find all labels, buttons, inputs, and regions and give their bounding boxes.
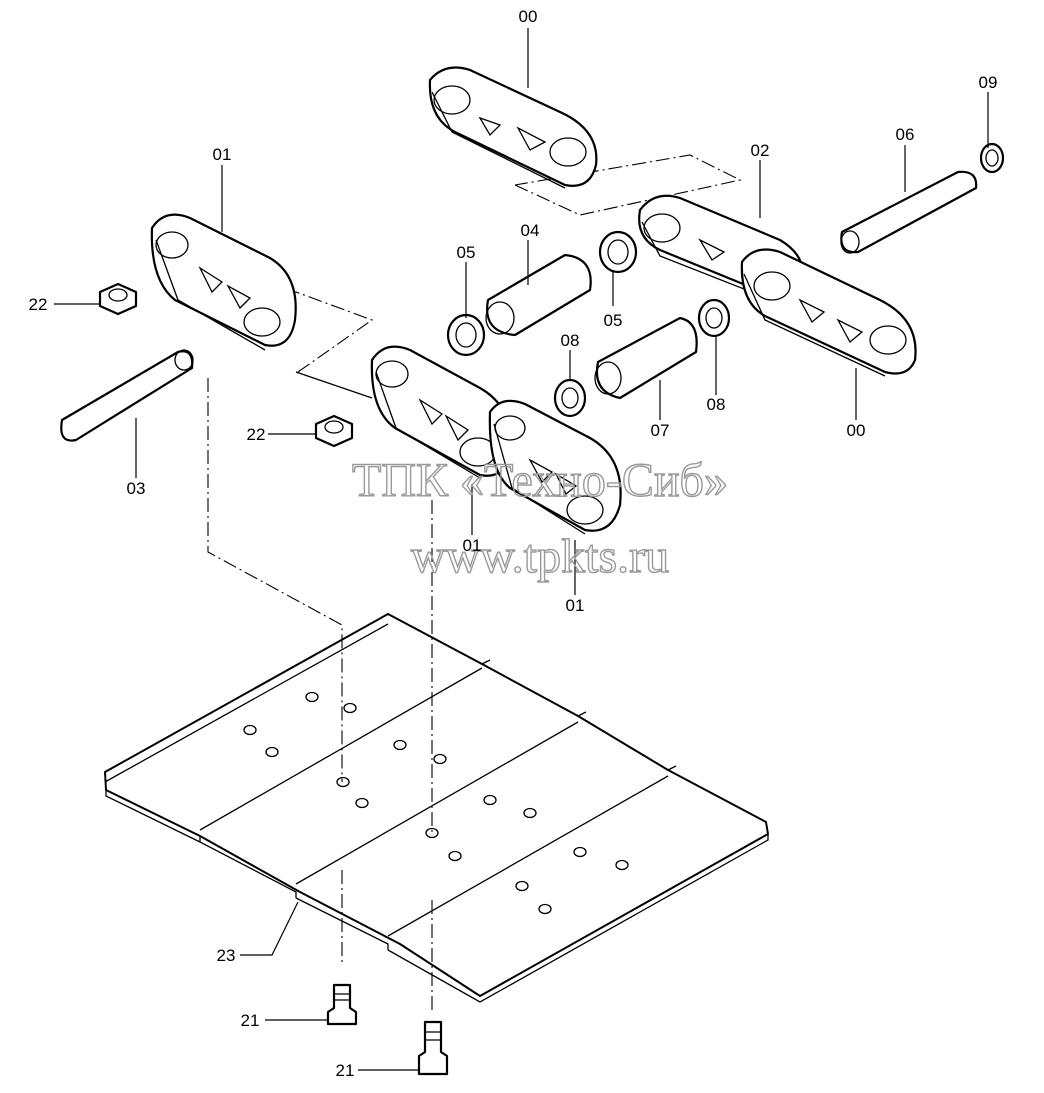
track-shoe-plates: [104, 613, 769, 1003]
callout-08-right: 08: [707, 395, 726, 414]
track-link-00-right: [740, 248, 917, 377]
callout-22-top: 22: [29, 295, 48, 314]
leader-lines: [54, 28, 989, 1071]
track-link-00-top: [428, 66, 598, 189]
spacers-08: [553, 298, 731, 418]
callout-01-left: 01: [213, 145, 232, 164]
callout-00-top: 00: [519, 7, 538, 26]
snap-ring-09: [979, 142, 1005, 174]
callout-21-top: 21: [241, 1011, 260, 1030]
nut-22-top: [98, 282, 138, 316]
track-link-01-left: [150, 213, 297, 351]
callout-07: 07: [651, 421, 670, 440]
callout-labels: 00 01 02 06 09 22 04 05 05 08 08 07 00 2…: [29, 7, 998, 1080]
callout-05-right: 05: [604, 311, 623, 330]
pin-03: [60, 349, 194, 442]
callout-03: 03: [127, 479, 146, 498]
watermark-url: www.tpkts.ru: [411, 530, 669, 583]
bolt-21-bottom: [417, 1020, 449, 1076]
bolt-21-top: [326, 983, 358, 1026]
nut-22-mid: [314, 414, 354, 448]
seals-05: [446, 230, 638, 357]
callout-04: 04: [521, 221, 540, 240]
callout-09: 09: [979, 73, 998, 92]
bushing-04: [485, 253, 592, 337]
callout-23: 23: [217, 946, 236, 965]
callout-05-left: 05: [457, 243, 476, 262]
watermark: ТПК «Техно-Сиб» www.tpkts.ru: [351, 453, 728, 583]
callout-22-mid: 22: [247, 425, 266, 444]
watermark-company: ТПК «Техно-Сиб»: [352, 454, 728, 507]
callout-08-left: 08: [561, 331, 580, 350]
callout-02: 02: [751, 141, 770, 160]
callout-01-bottom: 01: [566, 596, 585, 615]
callout-21-bottom: 21: [336, 1061, 355, 1080]
track-link-01-bottom: [488, 399, 622, 535]
callout-01-mid: 01: [463, 536, 482, 555]
pin-06: [840, 170, 978, 254]
callout-06: 06: [896, 125, 915, 144]
callout-00-right: 00: [847, 421, 866, 440]
bolt-holes: [243, 691, 629, 915]
bushing-07: [594, 316, 698, 400]
